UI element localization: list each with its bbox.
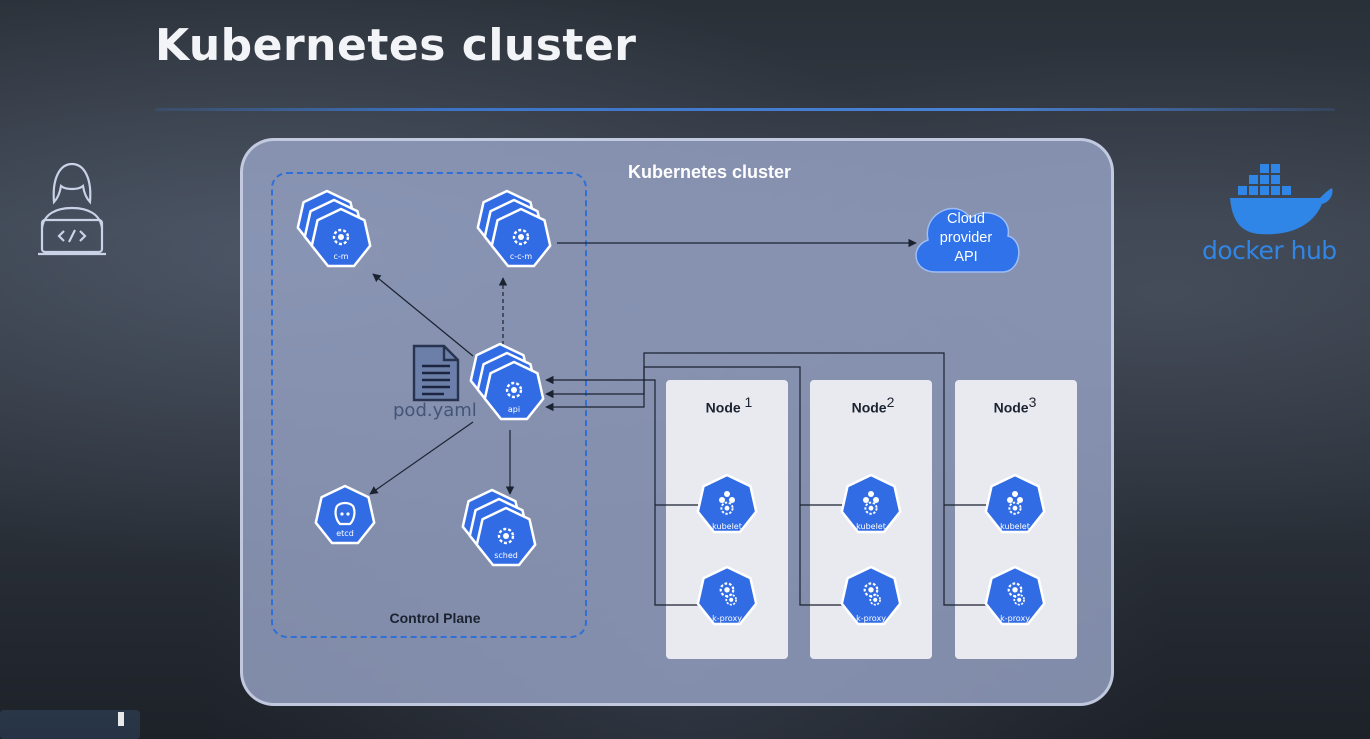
docker-hub-logo-text: docker hub [1202, 236, 1337, 265]
cloud-icon [915, 207, 1020, 273]
node1-to-api-line [545, 375, 656, 505]
node-1-label: Node 1 [705, 394, 753, 416]
control-plane-box [271, 172, 587, 638]
svg-text:kubelet: kubelet [856, 522, 886, 531]
controller-manager-icon: c-m [296, 189, 372, 268]
svg-text:sched: sched [494, 551, 518, 560]
node-3-label: Node3 [993, 394, 1037, 416]
node-3-kubelet-icon: kubelet [984, 473, 1046, 534]
node-2-kubelet-icon: kubelet [840, 473, 902, 534]
scheduler-icon: sched [461, 488, 537, 567]
cloud-provider-api-label: Cloud provider API [939, 211, 993, 265]
svg-text:etcd: etcd [336, 529, 354, 538]
api-to-etcd-arrow [369, 421, 474, 495]
api-to-cm-arrow [372, 273, 474, 357]
document-icon [412, 344, 460, 402]
pod-yaml-label: pod.yaml [393, 400, 477, 421]
page-title: Kubernetes cluster [155, 20, 637, 71]
svg-text:k-proxy: k-proxy [712, 614, 742, 623]
svg-text:k-proxy: k-proxy [1000, 614, 1030, 623]
node-3-kproxy-icon: k-proxy [984, 565, 1046, 626]
node2-to-api-line [545, 366, 801, 505]
cluster-label: Kubernetes cluster [628, 162, 792, 182]
title-divider [155, 108, 1335, 111]
node-2-kproxy-icon: k-proxy [840, 565, 902, 626]
svg-text:kubelet: kubelet [1000, 522, 1030, 531]
svg-text:c-c-m: c-c-m [510, 252, 533, 261]
node1-kproxy-link [654, 505, 702, 606]
node-1-kubelet-icon: kubelet [696, 473, 758, 534]
cloud-controller-manager-icon: c-c-m [476, 189, 552, 268]
control-plane-label: Control Plane [389, 610, 481, 626]
svg-text:kubelet: kubelet [712, 522, 742, 531]
developer-icon [38, 162, 106, 256]
node3-kproxy-link [943, 505, 990, 606]
node3-to-api-line [545, 352, 945, 505]
node-1-kproxy-icon: k-proxy [696, 565, 758, 626]
node2-kproxy-link [799, 505, 846, 606]
api-server-icon: api [469, 342, 545, 421]
svg-text:api: api [508, 405, 520, 414]
etcd-icon: etcd [314, 484, 376, 545]
watermark-logo [0, 710, 140, 739]
svg-text:c-m: c-m [333, 252, 348, 261]
node-2-label: Node2 [851, 394, 895, 416]
docker-whale-icon [1230, 164, 1333, 235]
svg-text:k-proxy: k-proxy [856, 614, 886, 623]
